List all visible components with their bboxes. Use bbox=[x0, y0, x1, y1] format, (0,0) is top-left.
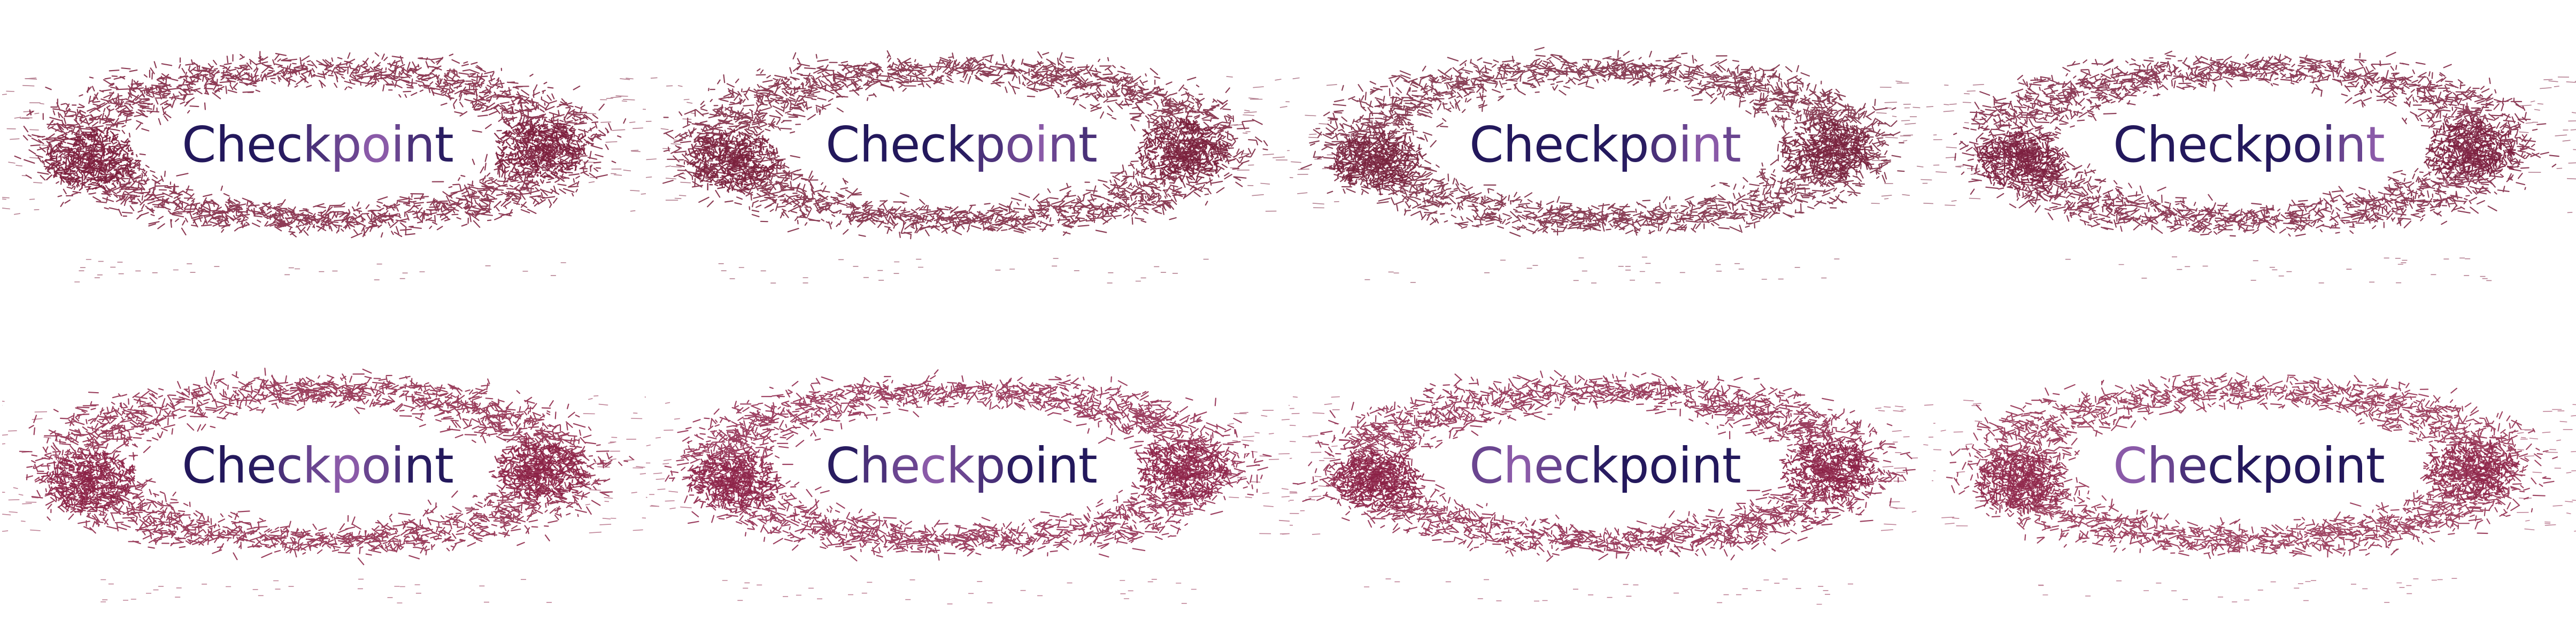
animation-frame-5: Checkpoint bbox=[2, 321, 646, 642]
spark-particles bbox=[2, 368, 646, 603]
animation-frame-8: Checkpoint bbox=[1933, 321, 2576, 642]
animation-frame-2: Checkpoint bbox=[646, 0, 1290, 321]
spark-ring: Checkpoint bbox=[1290, 370, 1933, 605]
animation-frame-3: Checkpoint bbox=[1290, 0, 1933, 321]
spark-particles bbox=[646, 369, 1290, 605]
spark-ring: Checkpoint bbox=[2, 51, 646, 282]
spark-particles bbox=[646, 50, 1290, 284]
animation-frame-1: Checkpoint bbox=[2, 0, 646, 321]
spark-particles bbox=[1933, 372, 2576, 603]
spark-ring: Checkpoint bbox=[1933, 50, 2576, 284]
checkpoint-logo-text: Checkpoint bbox=[2113, 116, 2385, 173]
spark-particles bbox=[1290, 47, 1933, 284]
checkpoint-logo-text: Checkpoint bbox=[182, 116, 453, 173]
checkpoint-logo-text: Checkpoint bbox=[826, 437, 1097, 494]
spark-ring: Checkpoint bbox=[2, 368, 646, 603]
animation-frame-4: Checkpoint bbox=[1933, 0, 2576, 321]
animation-frame-6: Checkpoint bbox=[646, 321, 1290, 642]
checkpoint-logo-text: Checkpoint bbox=[1469, 116, 1741, 173]
spark-particles bbox=[1933, 50, 2576, 284]
checkpoint-logo-text: Checkpoint bbox=[826, 116, 1097, 173]
spark-particles bbox=[1290, 370, 1933, 605]
spark-particles bbox=[2, 51, 646, 282]
checkpoint-logo-text: Checkpoint bbox=[2113, 437, 2385, 494]
spark-ring: Checkpoint bbox=[646, 369, 1290, 605]
checkpoint-logo-text: Checkpoint bbox=[182, 437, 453, 494]
animation-frame-7: Checkpoint bbox=[1290, 321, 1933, 642]
checkpoint-logo-text: Checkpoint bbox=[1469, 437, 1741, 494]
spark-ring: Checkpoint bbox=[646, 50, 1290, 284]
spark-ring: Checkpoint bbox=[1290, 47, 1933, 284]
spark-ring: Checkpoint bbox=[1933, 372, 2576, 603]
